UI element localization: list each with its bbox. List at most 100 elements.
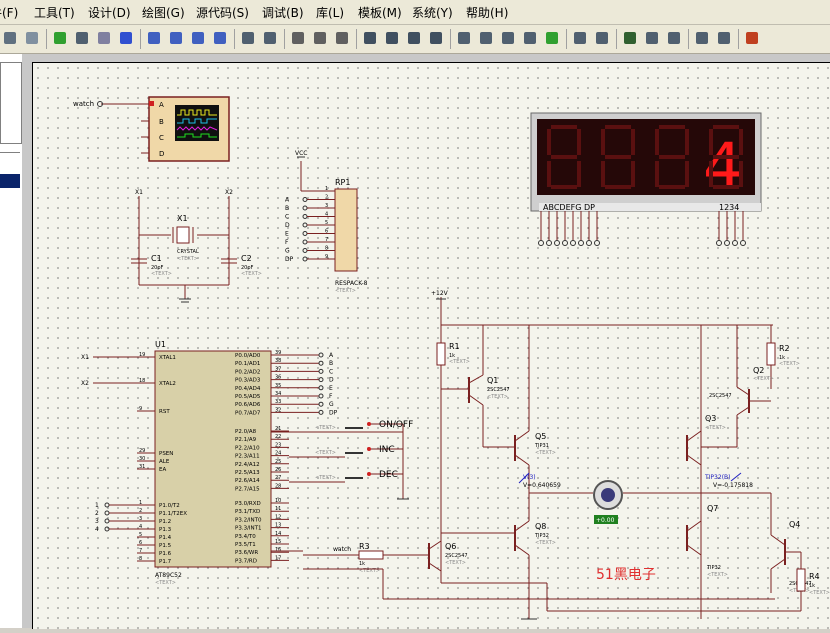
pick-icon[interactable] [454,28,474,48]
refresh-icon[interactable] [50,28,70,48]
u1-net-terminal[interactable] [318,352,324,358]
property-assign-icon[interactable] [592,28,612,48]
origin-icon[interactable] [94,28,114,48]
menu-item-0[interactable]: 文件(F) [0,6,19,20]
search-tag-icon[interactable] [570,28,590,48]
menu-item-5[interactable]: 调试(B) [262,6,304,20]
rp1-net-terminal[interactable] [302,231,308,236]
cut-icon[interactable] [288,28,308,48]
rp1-name: RP1 [335,178,350,187]
display-seg-terminal[interactable] [578,240,584,246]
page-icon[interactable] [22,28,42,48]
zoom-in-icon[interactable] [144,28,164,48]
new-sheet-icon[interactable] [620,28,640,48]
u1-right-pin-label: P3.0/RXD [235,501,261,507]
rp1-net-terminal[interactable] [302,214,308,219]
menu-item-2[interactable]: 设计(D) [88,6,131,20]
u1-net-terminal[interactable] [318,409,324,415]
display-seg-terminal[interactable] [586,240,592,246]
u1-left-pin-number: 5 [139,532,142,538]
display-seg-terminal[interactable] [562,240,568,246]
p1-input-terminal[interactable] [104,502,110,508]
u1-left-pin-label: P1.2 [159,519,171,525]
rp1-pin-number: 3 [325,203,328,209]
block-rotate-icon[interactable] [404,28,424,48]
make-device-icon[interactable] [476,28,496,48]
print-icon[interactable] [0,28,20,48]
oscilloscope[interactable]: A B C D watch [73,96,230,162]
menu-item-4[interactable]: 源代码(S) [196,6,249,20]
zoom-all-icon[interactable] [188,28,208,48]
respack-rp1[interactable]: RP1 RESPACK-8 <TEXT> VCC 12A3B4C5D6E7F8G… [285,150,368,294]
display-seg-terminal[interactable] [554,240,560,246]
u1-net-label: B [329,360,333,367]
schematic-svg[interactable]: A B C D watch ABCDEFG DP 1234 4 RP1 RESP… [33,63,830,629]
toolbar-separator [356,29,357,49]
u1-net-label: DP [329,409,338,416]
rp1-net-terminal[interactable] [302,222,308,228]
menu-item-7[interactable]: 模板(M) [358,6,402,20]
u1-net-terminal[interactable] [318,368,324,374]
menu-item-1[interactable]: 工具(T) [34,6,75,20]
menu-item-3[interactable]: 绘图(G) [142,6,185,20]
block-delete-icon[interactable] [426,28,446,48]
origin-icon-glyph [98,32,110,44]
p1-input-terminal[interactable] [104,518,110,524]
menu-item-6[interactable]: 库(L) [316,6,345,20]
rp1-net-terminal[interactable] [302,205,308,211]
u1-net-terminal[interactable] [318,385,324,391]
block-move-icon[interactable] [382,28,402,48]
seven-segment-display[interactable]: ABCDEFG DP 1234 4 [530,112,762,246]
bom-icon[interactable] [692,28,712,48]
redo-icon[interactable] [260,28,280,48]
c1-value: 20pF [151,265,164,271]
u1-x1-net: X1 [81,354,89,361]
schematic-canvas[interactable]: A B C D watch ABCDEFG DP 1234 4 RP1 RESP… [32,62,830,629]
display-seg-terminal[interactable] [538,240,544,246]
display-seg-terminal[interactable] [570,240,576,246]
erc-icon[interactable] [714,28,734,48]
copy-icon[interactable] [310,28,330,48]
zoom-out-icon[interactable] [166,28,186,48]
goto-sheet-icon[interactable] [664,28,684,48]
remove-sheet-icon[interactable] [642,28,662,48]
decompose-icon[interactable] [498,28,518,48]
crystal-circuit[interactable]: X1 CRYSTAL <TEXT> C1 20pF <TEXT> C2 20pF… [131,189,262,303]
zoom-area-icon[interactable] [210,28,230,48]
rp1-net-terminal[interactable] [302,197,308,202]
u1-net-terminal[interactable] [318,401,324,407]
block-copy-icon[interactable] [360,28,380,48]
display-digit-terminal[interactable] [724,240,730,246]
rp1-net-label: F [285,239,289,246]
rp1-net-terminal[interactable] [302,256,308,262]
display-digit-terminal[interactable] [716,240,722,246]
menu-item-8[interactable]: 系统(Y) [412,6,453,20]
pan-icon[interactable] [116,28,136,48]
display-seg-terminal[interactable] [594,240,600,246]
display-digit-terminal[interactable] [732,240,738,246]
push-buttons[interactable]: ON/OFF<TEXT>INC<TEXT>DEC<TEXT> [271,420,413,500]
p1-input-terminal[interactable] [104,510,110,516]
p1-input-terminal[interactable] [104,526,110,532]
undo-icon[interactable] [238,28,258,48]
overview-window[interactable] [0,62,22,144]
display-digit-terminal[interactable] [740,240,746,246]
paste-icon[interactable] [332,28,352,48]
h-bridge[interactable]: +12V R1 1k <TEXT> R2 1k <TEXT> Q1 2SC254… [271,290,830,620]
selected-device-row[interactable] [0,174,20,188]
u1-net-terminal[interactable] [318,360,324,366]
rp1-net-terminal[interactable] [302,239,308,245]
rp1-net-terminal[interactable] [302,248,308,253]
u1-net-terminal[interactable] [318,377,324,383]
u1-net-terminal[interactable] [318,393,324,399]
q5-name: Q5 [535,432,546,441]
u1-left-pin-label: P1.3 [159,527,172,533]
ares-icon[interactable] [742,28,762,48]
display-seg-terminal[interactable] [546,240,552,246]
left-pane[interactable] [0,54,23,628]
menu-item-9[interactable]: 帮助(H) [466,6,509,20]
wire-autorouter-icon[interactable] [542,28,562,48]
tools-icon[interactable] [520,28,540,48]
grid-icon[interactable] [72,28,92,48]
